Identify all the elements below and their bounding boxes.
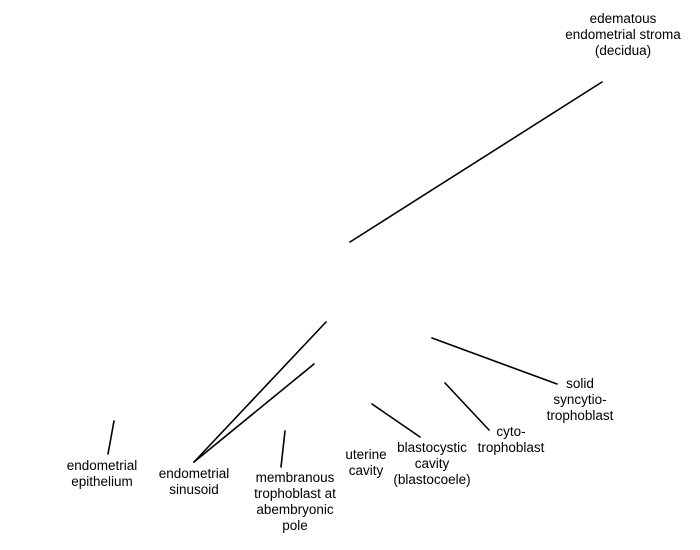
label-blastocystic-cavity-line-2: cavity <box>414 456 450 471</box>
label-membranous-trophoblast-line-3: abembryonic <box>256 502 334 517</box>
label-decidua: edematous endometrial stroma (decidua) <box>553 11 693 59</box>
leader-line-cytotrophoblast <box>444 382 490 431</box>
label-syncytiotrophoblast: solid syncytio- trophoblast <box>532 376 628 424</box>
label-cytotrophoblast: cyto- trophoblast <box>468 424 554 456</box>
label-syncytiotrophoblast-line-2: syncytio- <box>553 392 607 407</box>
label-blastocystic-cavity: blastocystic cavity (blastocoele) <box>386 440 478 488</box>
label-endometrial-epithelium-line-1: endometrial <box>66 458 138 473</box>
leader-line-membranous-trophoblast <box>280 430 286 468</box>
leader-line-syncytiotrophoblast <box>431 337 558 385</box>
label-membranous-trophoblast-line-1: membranous <box>255 470 335 485</box>
label-endometrial-epithelium: endometrial epithelium <box>56 458 148 490</box>
label-endometrial-sinusoid-line-1: endometrial <box>158 466 230 481</box>
leader-line-sinusoid-upper <box>193 321 327 463</box>
label-syncytiotrophoblast-line-1: solid <box>566 376 594 391</box>
label-endometrial-epithelium-line-2: epithelium <box>71 474 133 489</box>
label-uterine-cavity-line-2: cavity <box>348 463 384 478</box>
label-endometrial-sinusoid: endometrial sinusoid <box>148 466 240 498</box>
label-membranous-trophoblast-line-2: trophoblast at <box>254 486 336 501</box>
label-membranous-trophoblast-line-4: pole <box>282 518 308 533</box>
label-blastocystic-cavity-line-3: (blastocoele) <box>393 472 471 487</box>
label-decidua-line-3: (decidua) <box>594 43 652 58</box>
leader-line-decidua <box>349 81 603 243</box>
leader-line-endometrial-epithelium <box>107 420 115 455</box>
label-membranous-trophoblast: membranous trophoblast at abembryonic po… <box>242 470 348 534</box>
label-decidua-line-1: edematous <box>589 11 657 26</box>
label-uterine-cavity: uterine cavity <box>337 447 395 479</box>
leader-line-blastocystic-cavity <box>371 403 421 438</box>
label-cytotrophoblast-line-1: cyto- <box>496 424 526 439</box>
label-cytotrophoblast-line-2: trophoblast <box>477 440 545 455</box>
label-syncytiotrophoblast-line-3: trophoblast <box>546 408 614 423</box>
label-uterine-cavity-line-1: uterine <box>345 447 387 462</box>
label-decidua-line-2: endometrial stroma <box>565 27 681 42</box>
label-endometrial-sinusoid-line-2: sinusoid <box>169 482 219 497</box>
label-blastocystic-cavity-line-1: blastocystic <box>397 440 467 455</box>
leader-line-sinusoid-lower <box>193 363 315 463</box>
